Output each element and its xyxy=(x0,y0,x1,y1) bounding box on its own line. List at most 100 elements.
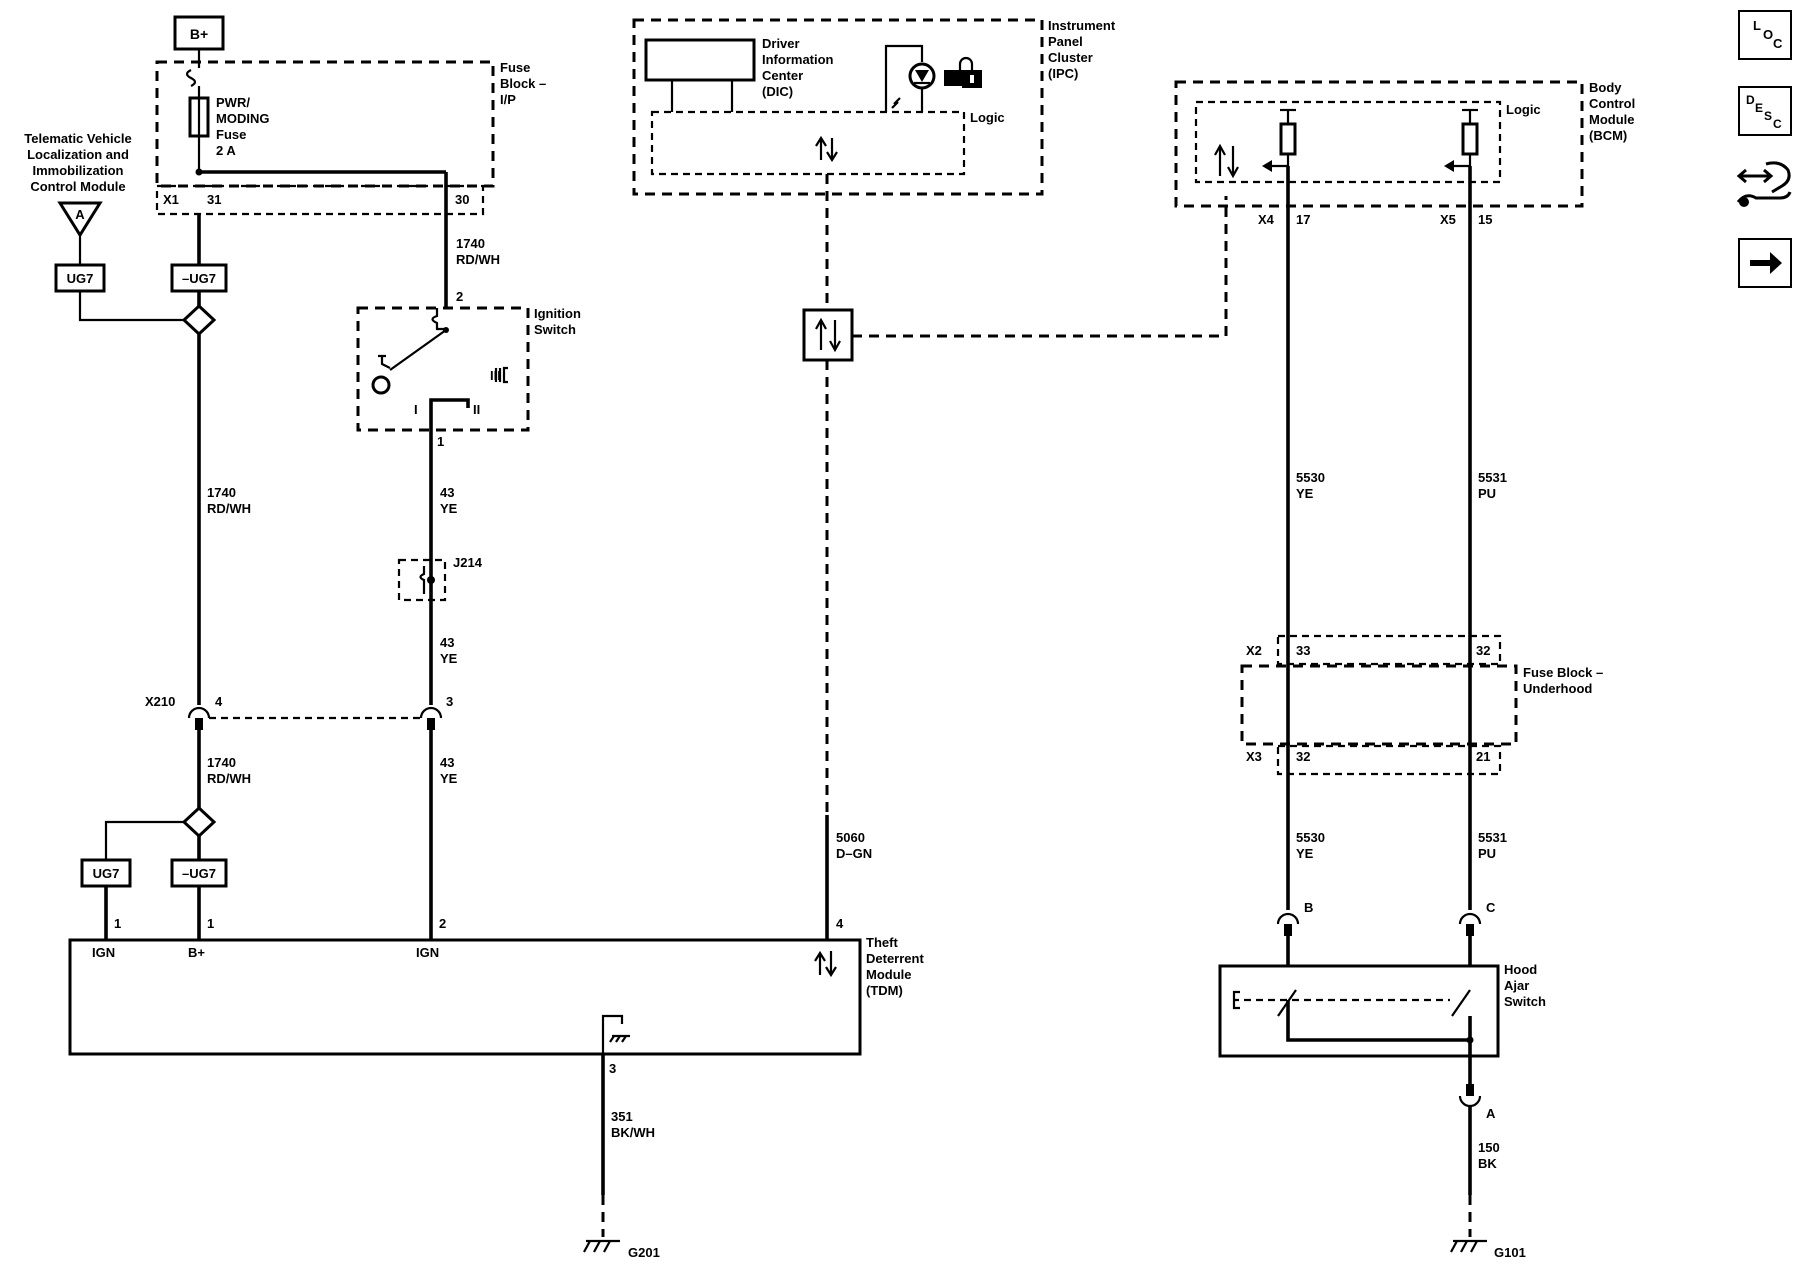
svg-text:B: B xyxy=(1304,900,1313,915)
svg-text:PWR/: PWR/ xyxy=(216,95,250,110)
ipc-logic xyxy=(650,110,966,176)
wire-label-150: 150 BK xyxy=(1478,1140,1500,1171)
svg-text:Logic: Logic xyxy=(1506,102,1541,117)
svg-text:Theft: Theft xyxy=(866,935,898,950)
splice-j214 xyxy=(397,558,447,602)
svg-text:B+: B+ xyxy=(190,26,208,42)
wire-label-43-upper: 43 YE xyxy=(440,485,458,516)
svg-text:2 A: 2 A xyxy=(216,143,236,158)
svg-text:Ajar: Ajar xyxy=(1504,978,1529,993)
svg-text:IGN: IGN xyxy=(416,945,439,960)
svg-text:Hood: Hood xyxy=(1504,962,1537,977)
telematic-module-label: Telematic Vehicle Localization and Immob… xyxy=(24,131,131,194)
theft-deterrent-module xyxy=(68,938,862,1056)
svg-text:15: 15 xyxy=(1478,212,1492,227)
svg-text:YE: YE xyxy=(440,771,458,786)
svg-text:(DIC): (DIC) xyxy=(762,84,793,99)
svg-text:Fuse: Fuse xyxy=(500,60,530,75)
wire-label-5530-upper: 5530 YE xyxy=(1296,470,1325,501)
tdm-data-arrows-icon xyxy=(814,950,837,978)
serial-data-arrows-icon xyxy=(815,317,841,353)
svg-text:1: 1 xyxy=(207,916,214,931)
svg-text:PU: PU xyxy=(1478,846,1496,861)
svg-text:YE: YE xyxy=(1296,846,1314,861)
diagnostic-tools-icon[interactable] xyxy=(1736,156,1794,220)
svg-text:17: 17 xyxy=(1296,212,1310,227)
svg-text:YE: YE xyxy=(440,651,458,666)
svg-text:32: 32 xyxy=(1296,749,1310,764)
svg-text:Deterrent: Deterrent xyxy=(866,951,924,966)
svg-text:YE: YE xyxy=(1296,486,1314,501)
svg-text:A: A xyxy=(1486,1106,1496,1121)
fuse-block-underhood-label: Fuse Block – Underhood xyxy=(1523,665,1603,696)
svg-text:Driver: Driver xyxy=(762,36,800,51)
svg-text:1740: 1740 xyxy=(207,755,236,770)
svg-text:Module: Module xyxy=(866,967,912,982)
location-button[interactable]: L O C xyxy=(1738,10,1792,60)
description-button[interactable]: D E S C xyxy=(1738,86,1792,136)
wire-label-351: 351 BK/WH xyxy=(611,1109,655,1140)
telematic-ref-triangle xyxy=(57,201,103,238)
svg-text:Fuse Block –: Fuse Block – xyxy=(1523,665,1603,680)
bcm-logic xyxy=(1194,100,1502,184)
ipc-data-arrows-icon xyxy=(815,135,838,163)
svg-text:4: 4 xyxy=(836,916,844,931)
fuse-block-underhood xyxy=(1240,664,1518,746)
dic-label: Driver Information Center (DIC) xyxy=(762,36,834,99)
svg-text:Switch: Switch xyxy=(1504,994,1546,1009)
ground-g201-icon xyxy=(583,1239,620,1253)
svg-text:1740: 1740 xyxy=(456,236,485,251)
svg-text:O: O xyxy=(1763,27,1773,42)
instrument-panel-cluster xyxy=(632,18,1044,196)
svg-text:BK: BK xyxy=(1478,1156,1497,1171)
svg-text:X2: X2 xyxy=(1246,643,1262,658)
wire-label-43-lower: 43 YE xyxy=(440,755,458,786)
connector-c xyxy=(1458,912,1482,936)
svg-text:Fuse: Fuse xyxy=(216,127,246,142)
ignition-switch-label: Ignition Switch xyxy=(534,306,581,337)
next-arrow-button[interactable] xyxy=(1738,238,1792,288)
wire-label-5531-upper: 5531 PU xyxy=(1478,470,1507,501)
svg-text:43: 43 xyxy=(440,635,454,650)
svg-text:3: 3 xyxy=(446,694,453,709)
svg-text:X4: X4 xyxy=(1258,212,1275,227)
ipc-label: Instrument Panel Cluster (IPC) xyxy=(1048,18,1116,81)
svg-text:43: 43 xyxy=(440,485,454,500)
svg-text:Block –: Block – xyxy=(500,76,546,91)
bcm-data-arrows-icon xyxy=(1214,143,1239,179)
svg-text:5530: 5530 xyxy=(1296,830,1325,845)
svg-text:Ignition: Ignition xyxy=(534,306,581,321)
svg-text:43: 43 xyxy=(440,755,454,770)
svg-text:Logic: Logic xyxy=(970,110,1005,125)
option-junction-bottom xyxy=(181,805,217,839)
wire-label-5531-lower: 5531 PU xyxy=(1478,830,1507,861)
svg-text:A: A xyxy=(75,207,85,222)
svg-text:Panel: Panel xyxy=(1048,34,1083,49)
connector-a xyxy=(1458,1084,1482,1108)
svg-text:G101: G101 xyxy=(1494,1245,1526,1260)
driver-information-center xyxy=(644,38,756,82)
arrow-right-icon xyxy=(1770,252,1782,274)
svg-text:32: 32 xyxy=(1476,643,1490,658)
svg-text:351: 351 xyxy=(611,1109,633,1124)
svg-text:Module: Module xyxy=(1589,112,1635,127)
svg-text:IGN: IGN xyxy=(92,945,115,960)
svg-text:RD/WH: RD/WH xyxy=(207,771,251,786)
wire-label-5060: 5060 D–GN xyxy=(836,830,872,861)
svg-text:Information: Information xyxy=(762,52,834,67)
svg-text:RD/WH: RD/WH xyxy=(207,501,251,516)
svg-text:5531: 5531 xyxy=(1478,470,1507,485)
svg-text:BK/WH: BK/WH xyxy=(611,1125,655,1140)
bcm-input-x4 xyxy=(1262,108,1297,172)
bcm-label: Body Control Module (BCM) xyxy=(1589,80,1635,143)
svg-text:E: E xyxy=(1755,101,1763,115)
svg-text:1740: 1740 xyxy=(207,485,236,500)
tdm-label: Theft Deterrent Module (TDM) xyxy=(866,935,924,998)
svg-text:B+: B+ xyxy=(188,945,205,960)
battery-terminal: B+ xyxy=(173,15,225,51)
svg-text:UG7: UG7 xyxy=(93,866,120,881)
svg-text:5060: 5060 xyxy=(836,830,865,845)
svg-text:Instrument: Instrument xyxy=(1048,18,1116,33)
svg-text:L: L xyxy=(1753,18,1761,33)
